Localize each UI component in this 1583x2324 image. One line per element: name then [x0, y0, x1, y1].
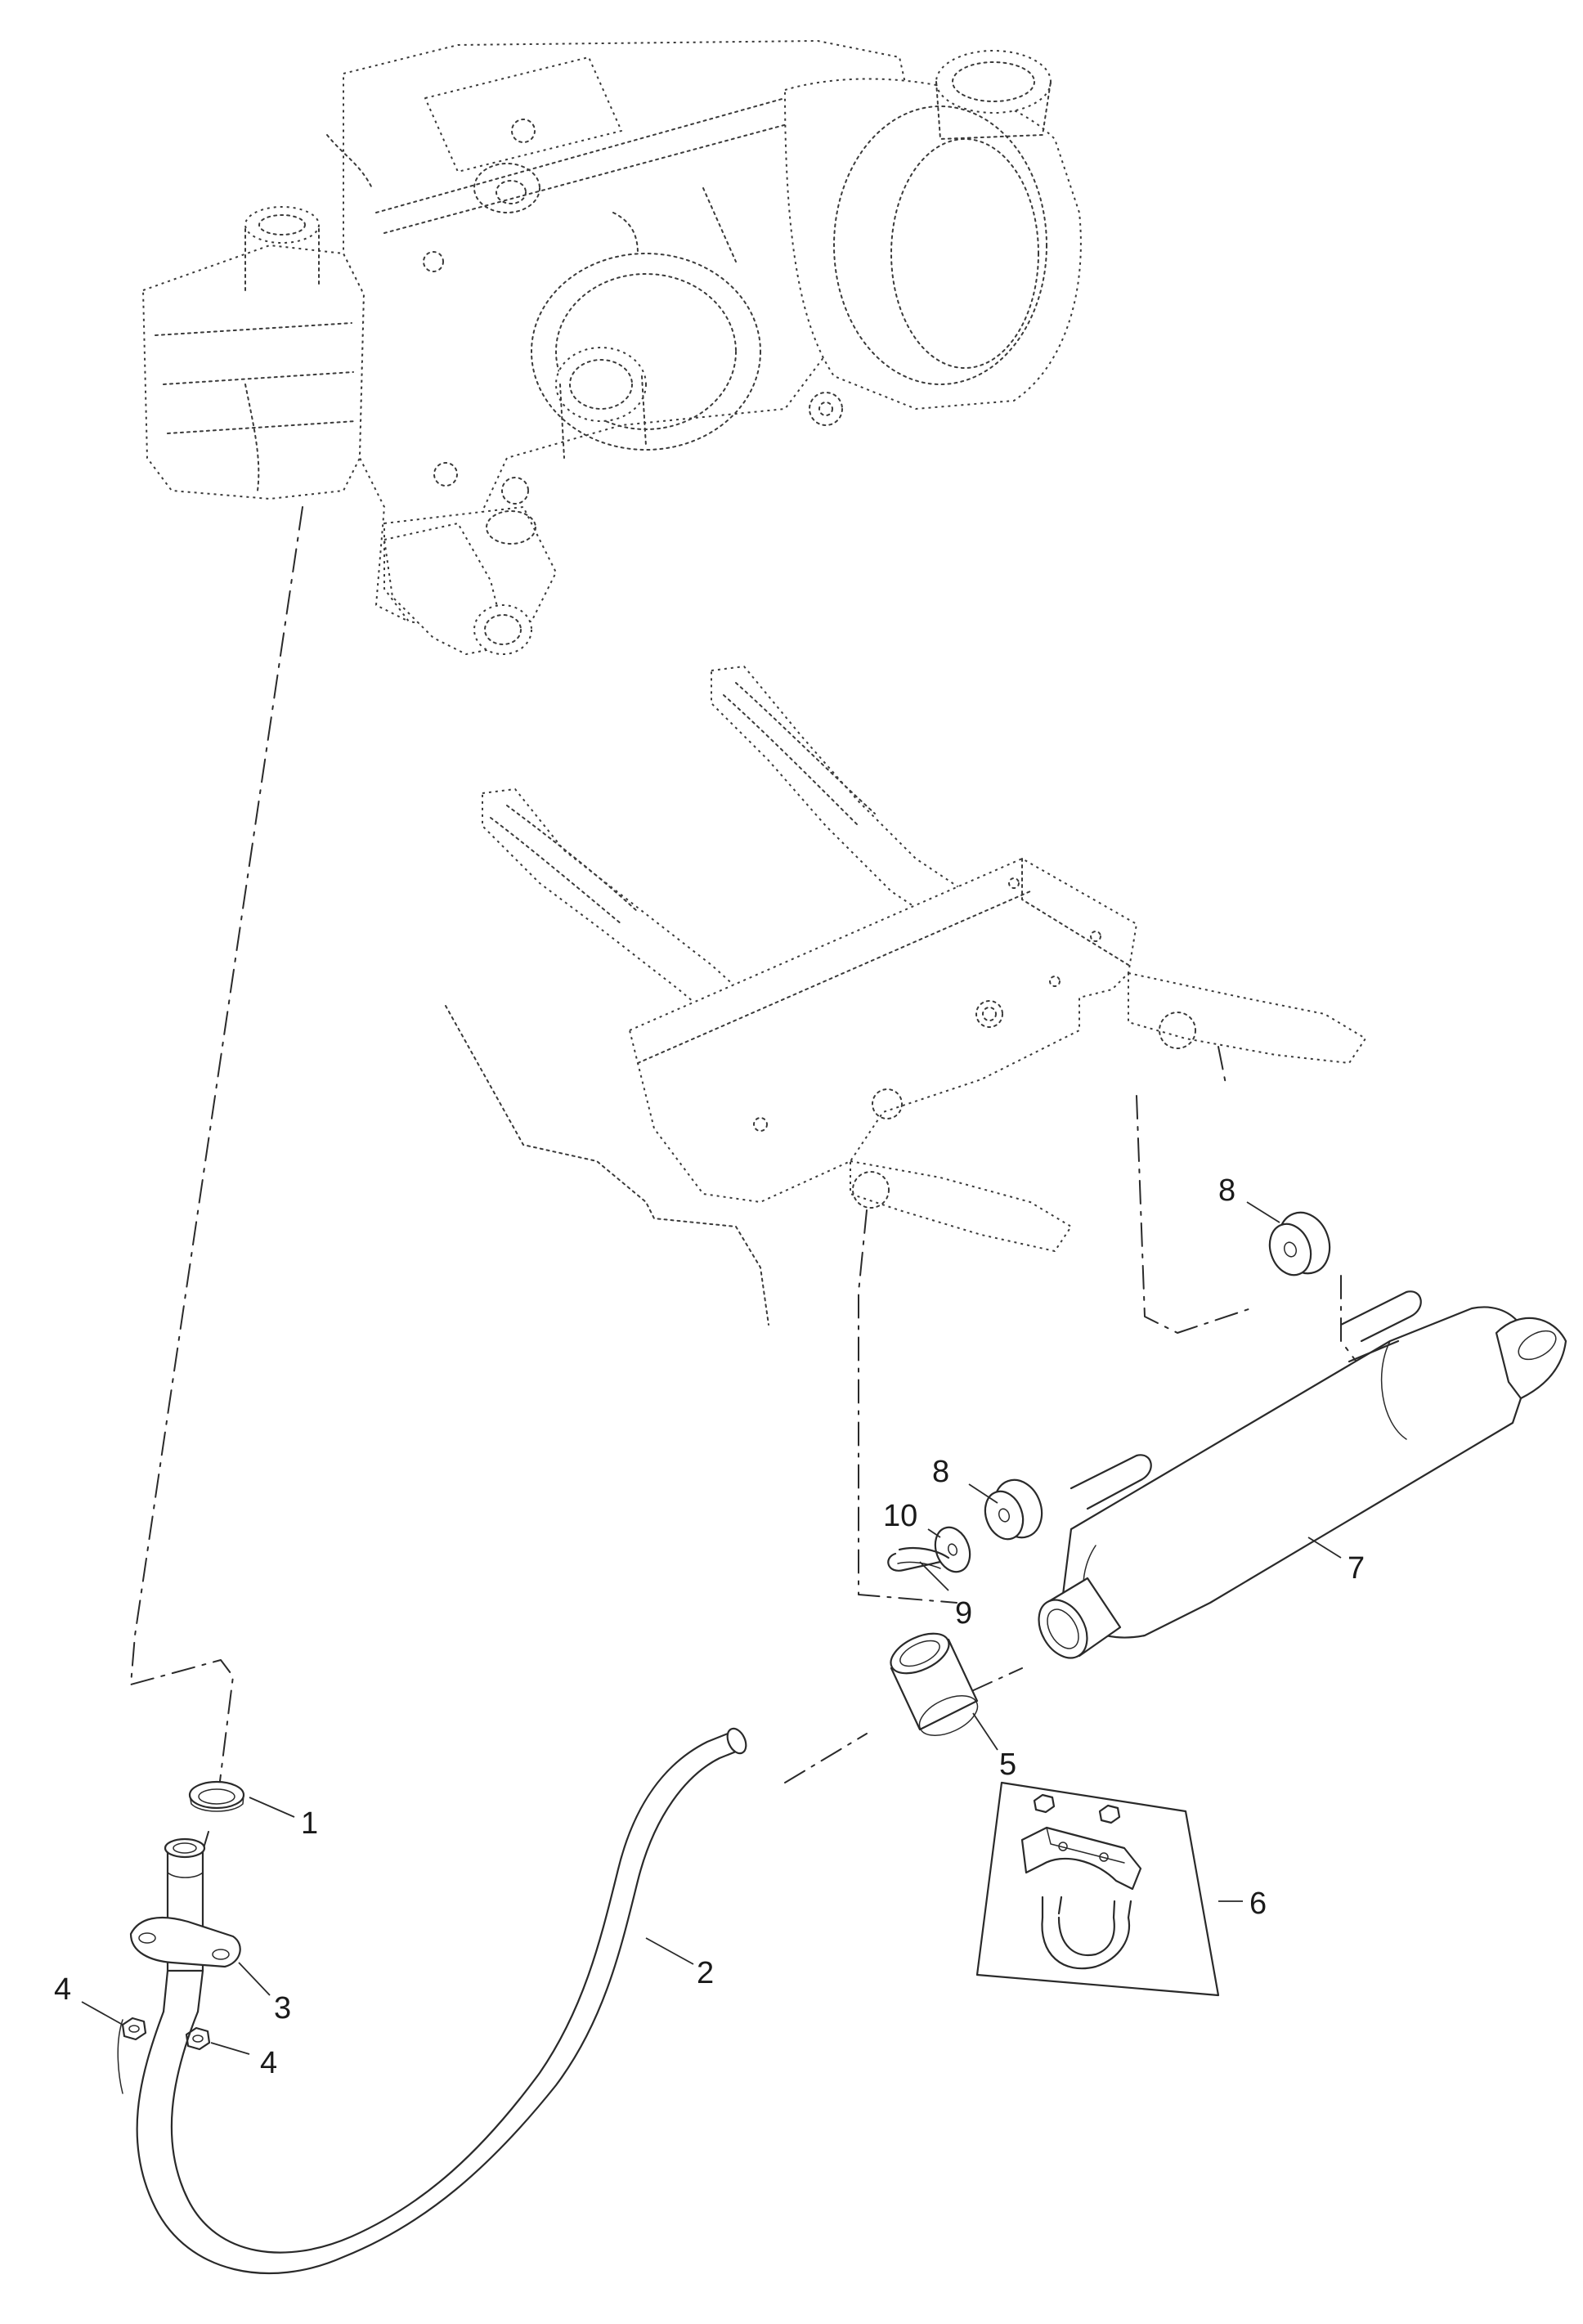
- rubber-grommet-part-8-lower: [984, 1478, 1043, 1541]
- callout-6: 6: [1249, 1887, 1267, 1921]
- callout-7: 7: [1348, 1551, 1365, 1586]
- washer-part-10: [934, 1526, 971, 1573]
- clamp-kit-part-6: [975, 1781, 1220, 1997]
- frame-assembly: [445, 666, 1366, 1326]
- callout-4-right: 4: [260, 2046, 277, 2080]
- callout-5: 5: [999, 1747, 1016, 1782]
- connector-sleeve-part-5: [890, 1632, 979, 1736]
- leader-lines: [81, 1201, 1342, 2055]
- callout-10: 10: [883, 1499, 917, 1533]
- callout-3: 3: [274, 1991, 291, 2026]
- callout-1: 1: [301, 1806, 318, 1841]
- callout-8-lower: 8: [932, 1455, 949, 1489]
- callout-9: 9: [955, 1596, 972, 1631]
- callout-labels: 1 2 3 4 4 5 6 7 8 8 9 10: [54, 1173, 1365, 2080]
- exhaust-manifold-part-3: [129, 1837, 241, 2013]
- callout-8-upper: 8: [1218, 1173, 1235, 1208]
- cotter-pin-part-9: [887, 1546, 950, 1572]
- rubber-grommet-part-8-upper: [1268, 1211, 1331, 1276]
- header-pipe-part-2: [117, 1727, 747, 2275]
- engine-assembly: [142, 40, 1082, 655]
- flange-nut-part-4-left: [121, 2017, 147, 2041]
- callout-2: 2: [697, 1956, 714, 1990]
- flange-nut-part-4-right: [185, 2026, 211, 2051]
- callout-4-left: 4: [54, 1972, 71, 2007]
- muffler-part-7: [1038, 1290, 1567, 1659]
- exhaust-gasket-part-1: [188, 1780, 245, 1812]
